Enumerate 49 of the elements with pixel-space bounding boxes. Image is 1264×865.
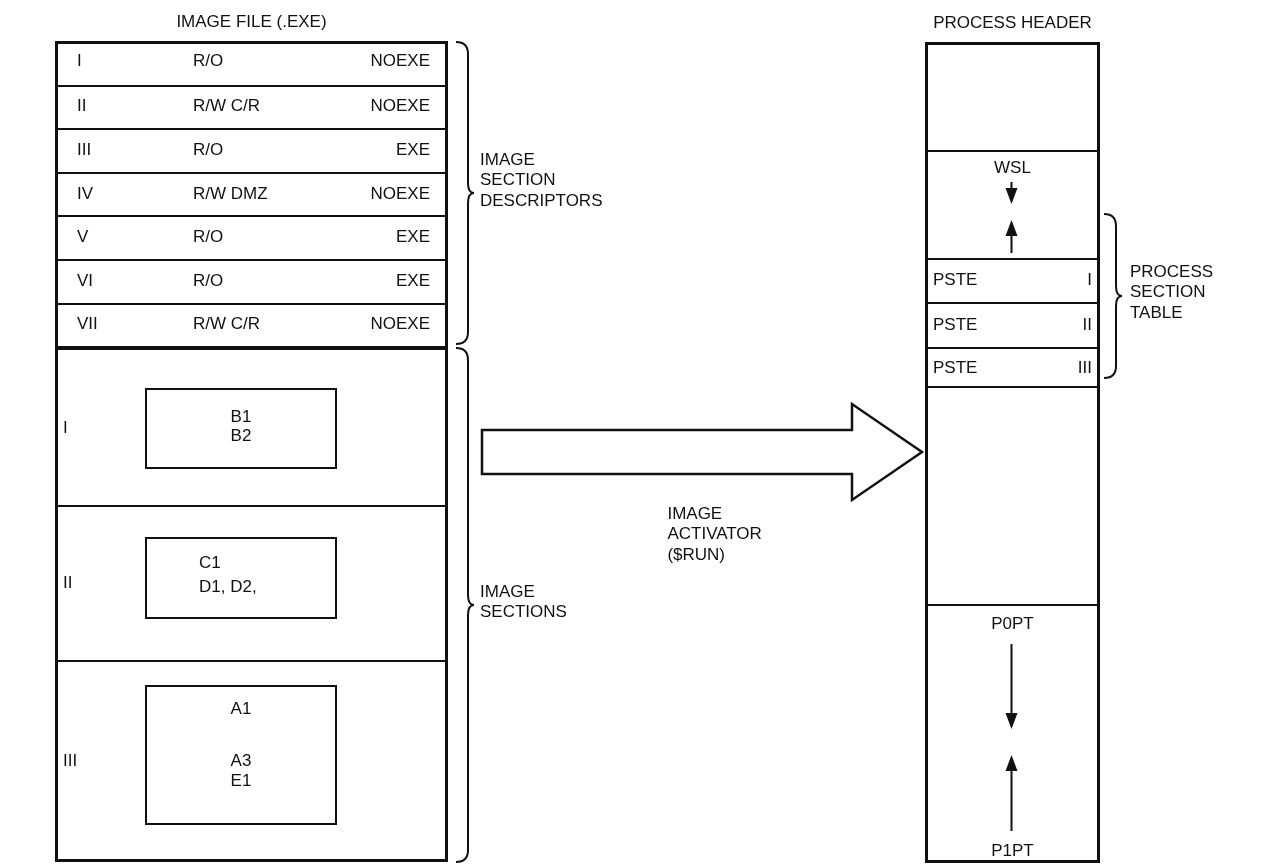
label-text: II (63, 572, 73, 593)
label-text: PSTE (933, 357, 978, 378)
label-text: II (77, 96, 87, 116)
label-text: VII (77, 314, 98, 334)
bracket-label: IMAGE SECTIONS (480, 582, 567, 623)
label-text: EXE (395, 270, 430, 291)
label-text: R/W DMZ (193, 183, 268, 204)
edge-label: IMAGE ACTIVATOR ($RUN) (667, 504, 762, 566)
table-row (925, 347, 1100, 388)
label-text: NOEXE (370, 96, 430, 116)
label-text: NOEXE (370, 314, 430, 334)
label-text: PSTE (933, 270, 978, 290)
label-text: EXE (395, 227, 430, 247)
label-text: NOEXE (370, 183, 430, 204)
label-text: PROCESS HEADER (932, 13, 1093, 33)
label-text: III (1077, 357, 1092, 378)
label-text: WSL (993, 158, 1032, 178)
label-text: EXE (395, 140, 430, 160)
label-text: P0PT (990, 614, 1035, 634)
label-text: III (77, 140, 92, 160)
label-text: R/O (193, 50, 224, 71)
label-text: A3 E1 (230, 751, 252, 791)
label-text: II (1082, 314, 1092, 335)
block-arrow (480, 401, 925, 503)
label-text: D1, D2, (199, 577, 257, 597)
label-text: III (63, 751, 78, 771)
label-text: VI (77, 270, 94, 291)
label-text: V (77, 227, 89, 247)
label-text: I (77, 50, 82, 71)
label-text: IV (77, 183, 94, 204)
label-text: A1 (230, 699, 252, 719)
label-text: IMAGE FILE (.EXE) (175, 12, 328, 32)
bracket-label: IMAGE SECTION DESCRIPTORS (480, 150, 603, 212)
label-text: I (1087, 270, 1092, 290)
label-text: R/O (193, 270, 224, 291)
label-text: P1PT (990, 841, 1035, 861)
label-text: R/W C/R (193, 314, 261, 334)
label-text: B1 B2 (230, 406, 252, 446)
label-text: R/W C/R (193, 96, 261, 116)
label-text: NOEXE (370, 50, 430, 71)
label-text: PSTE (933, 314, 978, 335)
bracket-label: PROCESS SECTION TABLE (1130, 262, 1214, 324)
label-text: R/O (193, 140, 224, 160)
section-box (145, 388, 337, 469)
label-text: R/O (193, 227, 224, 247)
label-text: C1 (199, 553, 221, 573)
label-text: I (63, 417, 68, 438)
section-box (145, 537, 337, 619)
section-box (145, 685, 337, 825)
